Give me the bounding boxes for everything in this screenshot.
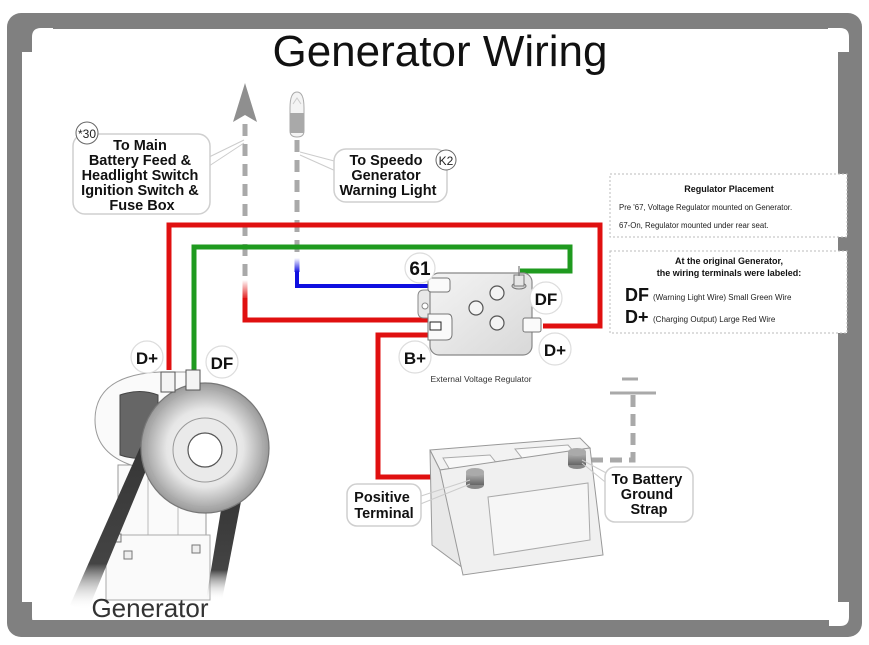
regulator-label-d-plus: D+ (538, 332, 572, 366)
regulator-caption: External Voltage Regulator (430, 374, 531, 384)
voltage-regulator (417, 266, 542, 356)
placement-heading: Regulator Placement (684, 184, 774, 194)
label-61: 61 (409, 259, 431, 280)
callout-line: Generator (351, 168, 421, 184)
callout-line: Headlight Switch (82, 168, 199, 184)
callout-line: Battery Feed & (89, 153, 192, 169)
generator-label-df: DF (205, 345, 239, 379)
label-b-plus: B+ (404, 349, 426, 368)
callout-line: To Speedo (349, 153, 422, 169)
callout-line: Strap (630, 502, 667, 518)
callout-line: Warning Light (340, 183, 437, 199)
battery-negative-post (568, 448, 586, 469)
d-plus-code: D+ (625, 307, 649, 327)
regulator-label-df: DF (529, 281, 563, 315)
generator-caption: Generator (91, 593, 208, 623)
diagram-title: Generator Wiring (272, 27, 607, 76)
df-code: DF (625, 285, 649, 305)
callout-line: Ground (621, 487, 673, 503)
red-wire-battery-positive (375, 332, 470, 480)
placement-line-1: Pre '67, Voltage Regulator mounted on Ge… (619, 203, 792, 212)
gen-label-d-plus: D+ (136, 349, 158, 368)
callout-badge-k2: K2 (439, 154, 454, 168)
terminals-heading-1: At the original Generator, (675, 256, 783, 266)
regulator-label-61: 61 (404, 252, 436, 284)
blue-wire-61 (295, 272, 428, 288)
callout-line: Positive (354, 490, 410, 506)
info-box-regulator-placement: Regulator Placement Pre '67, Voltage Reg… (609, 173, 848, 238)
ground-symbol-icon (610, 377, 656, 395)
callout-line: Fuse Box (109, 198, 174, 214)
callout-ground-strap: To Battery Ground Strap (581, 459, 694, 523)
red-wire-main-feed (242, 298, 428, 323)
regulator-df-post (511, 266, 527, 290)
df-description: (Warning Light Wire) Small Green Wire (653, 293, 792, 302)
label-df: DF (535, 290, 558, 309)
generator-illustration (70, 369, 270, 610)
main-feed-red-fade (242, 280, 248, 300)
callout-line: To Battery (612, 472, 683, 488)
ground-strap-dashed-line (584, 395, 636, 463)
callout-badge-30: *30 (78, 127, 96, 141)
callout-main-battery: *30 To Main Battery Feed & Headlight Swi… (72, 121, 245, 215)
callout-positive-terminal: Positive Terminal (346, 479, 471, 527)
label-d-plus: D+ (544, 341, 566, 360)
callout-line: Terminal (354, 506, 413, 522)
callout-line: To Main (113, 138, 167, 154)
frame-bottom-bar (32, 620, 829, 637)
battery-illustration (429, 437, 604, 576)
svg-text:To Speedo Generator: To Speedo Generator Warning Light (340, 153, 437, 199)
terminals-heading-2: the wiring terminals were labeled: (657, 268, 802, 278)
gen-label-df: DF (211, 354, 234, 373)
svg-text:To Main Battery Feed &: To Main Battery Feed & Headlight Switch … (81, 138, 203, 214)
green-wire-generator-df (191, 244, 573, 370)
generator-label-d-plus: D+ (130, 340, 164, 374)
svg-text:To Battery Ground: To Battery Ground Strap (612, 472, 687, 518)
battery-positive-post (466, 468, 484, 489)
red-wire-generator-d-plus (166, 222, 603, 370)
up-arrow-icon (233, 83, 257, 122)
placement-line-2: 67-On, Regulator mounted under rear seat… (619, 221, 769, 230)
warning-bulb-icon (289, 91, 305, 138)
speedo-blue-fade (294, 258, 300, 272)
info-box-terminal-labels: At the original Generator, the wiring te… (609, 250, 848, 334)
callout-line: Ignition Switch & (81, 183, 199, 199)
svg-text:Positive Terminal: Positive Terminal (354, 490, 414, 522)
regulator-label-b-plus: B+ (398, 340, 432, 374)
callout-speedo: K2 To Speedo Generator Warning Light (299, 148, 457, 203)
d-plus-description: (Charging Output) Large Red Wire (653, 315, 776, 324)
